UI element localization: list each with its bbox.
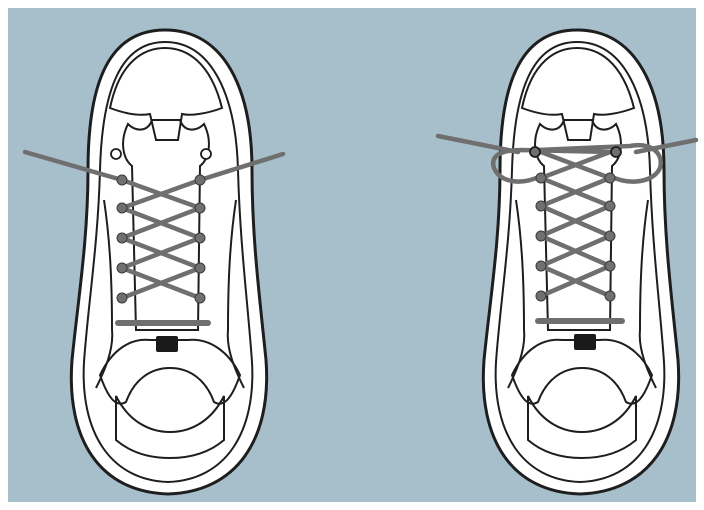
right-eyelet-right-4 bbox=[605, 261, 615, 271]
right-eyelet-left-1 bbox=[536, 173, 546, 183]
right-eyelet-left-4 bbox=[536, 261, 546, 271]
left-eyelet-left-1 bbox=[117, 175, 127, 185]
right-eyelet-left-2 bbox=[536, 201, 546, 211]
right-eyelet-left-5 bbox=[536, 291, 546, 301]
left-eyelet-left-2 bbox=[117, 203, 127, 213]
left-eyelet-left-3 bbox=[117, 233, 127, 243]
right-eyelet-right-2 bbox=[605, 201, 615, 211]
shoe-left-heel-tab bbox=[156, 336, 178, 352]
left-eyelet-right-5 bbox=[195, 293, 205, 303]
shoe-right-sole-outline bbox=[483, 30, 678, 494]
left-eyelet-left-4 bbox=[117, 263, 127, 273]
left-eyelet-left-5 bbox=[117, 293, 127, 303]
left-eyelet-right-4 bbox=[195, 263, 205, 273]
right-top-eyelet-right bbox=[611, 147, 621, 157]
shoe-left-sole-outline bbox=[71, 30, 266, 494]
left-top-eyelet-left bbox=[111, 149, 121, 159]
left-top-eyelet-right bbox=[201, 149, 211, 159]
shoe-right-heel-tab bbox=[574, 334, 596, 350]
right-eyelet-right-3 bbox=[605, 231, 615, 241]
right-top-eyelet-left bbox=[530, 147, 540, 157]
left-eyelet-right-1 bbox=[195, 175, 205, 185]
left-eyelet-right-2 bbox=[195, 203, 205, 213]
right-eyelet-left-3 bbox=[536, 231, 546, 241]
left-eyelet-right-3 bbox=[195, 233, 205, 243]
right-eyelet-right-1 bbox=[605, 173, 615, 183]
right-eyelet-right-5 bbox=[605, 291, 615, 301]
